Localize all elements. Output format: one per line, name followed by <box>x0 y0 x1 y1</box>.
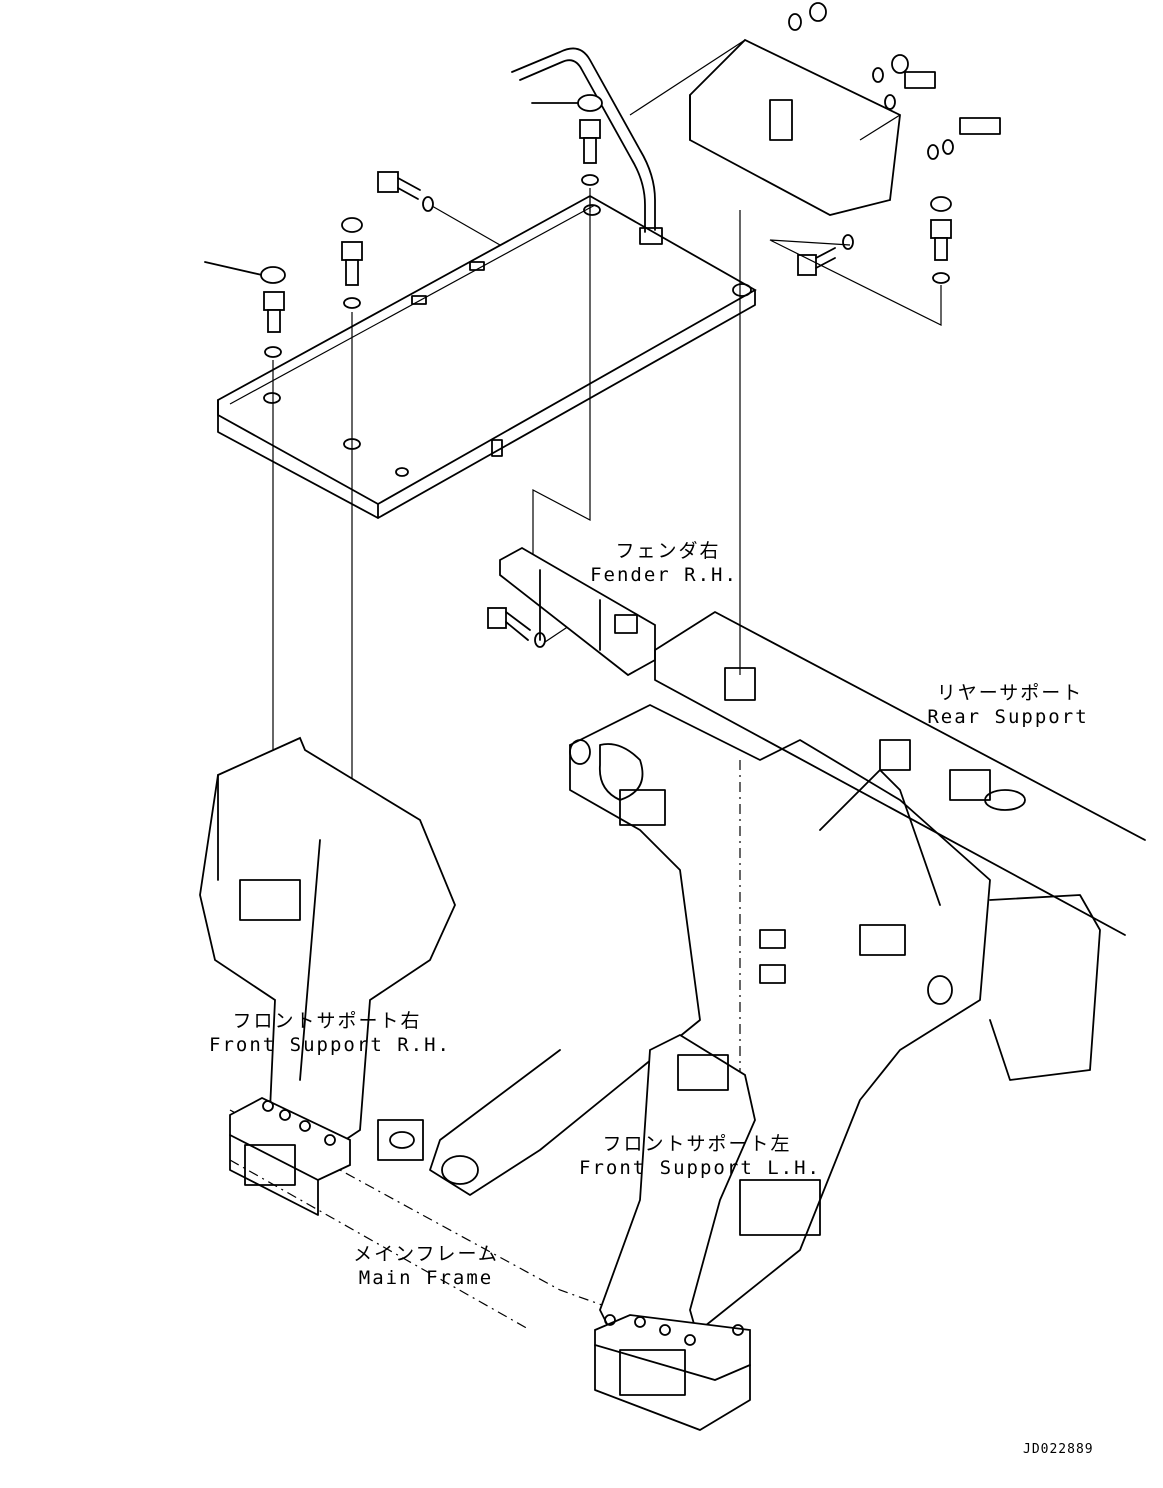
base-blocks <box>229 1096 751 1431</box>
label-front-support-lh-en: Front Support L.H. <box>579 1157 821 1179</box>
fender-plate <box>217 194 757 519</box>
assembly-lines <box>272 188 942 830</box>
label-rear-support-en: Rear Support <box>927 706 1089 728</box>
handrail-bracket <box>511 38 901 245</box>
label-front-support-rh-en: Front Support R.H. <box>209 1034 451 1056</box>
label-front-support-rh-jp: フロントサポート右 <box>232 1010 422 1032</box>
front-support-rh <box>199 736 456 1161</box>
rear-support <box>654 611 1146 936</box>
label-fender-rh-jp: フェンダ右 <box>615 540 721 562</box>
label-rear-support-jp: リヤーサポート <box>936 682 1084 704</box>
label-main-frame-jp: メインフレーム <box>353 1243 499 1265</box>
label-main-frame-en: Main Frame <box>358 1267 494 1289</box>
drawing-reference-code: JD022889 <box>1023 1442 1094 1457</box>
label-front-support-lh-jp: フロントサポート左 <box>602 1133 792 1155</box>
fasteners <box>204 2 1001 648</box>
front-support-lh <box>599 1033 821 1351</box>
label-fender-rh-en: Fender R.H. <box>590 564 738 586</box>
